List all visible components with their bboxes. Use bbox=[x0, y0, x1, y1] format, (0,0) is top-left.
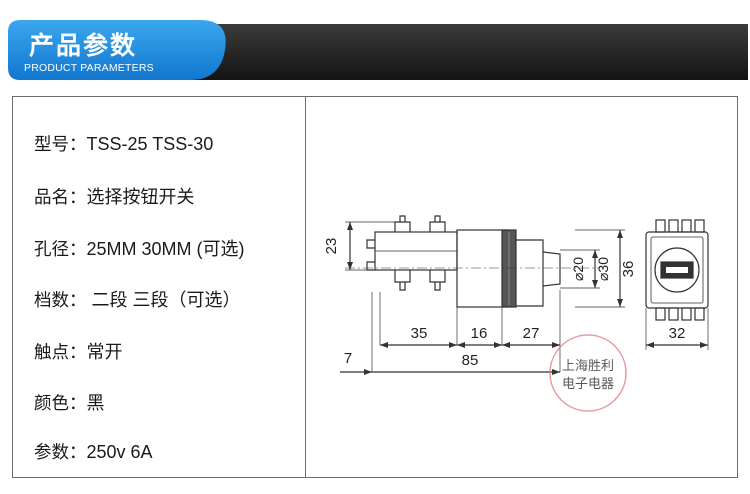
switch-body bbox=[456, 229, 508, 308]
dim-label-36: 36 bbox=[620, 261, 637, 278]
spec-label: 触点： bbox=[34, 343, 87, 363]
terminal-bottom-right bbox=[429, 270, 446, 291]
dim-label-32: 32 bbox=[669, 325, 686, 342]
header-blue-tab bbox=[8, 20, 226, 80]
spec-value: 250v 6A bbox=[86, 442, 153, 462]
spec-label: 参数： bbox=[34, 443, 87, 463]
spec-row-name: 品名：选择按钮开关 bbox=[34, 183, 195, 209]
dim-label-dia20: ⌀20 bbox=[570, 257, 586, 281]
watermark-line2: 电子电器 bbox=[562, 376, 614, 391]
spec-row-model: 型号：TSS-25 TSS-30 bbox=[34, 131, 213, 156]
dim-label-27: 27 bbox=[523, 325, 540, 342]
spec-value: 二段 三段（可选） bbox=[86, 290, 241, 310]
knob-lever bbox=[542, 251, 561, 287]
spec-value: 25MM 30MM (可选) bbox=[86, 239, 245, 259]
spec-label: 品名： bbox=[34, 188, 87, 208]
spec-row-rating: 参数：250v 6A bbox=[34, 439, 153, 464]
knob-side bbox=[516, 239, 544, 307]
spec-value: 选择按钮开关 bbox=[86, 187, 195, 207]
spec-label: 档数： bbox=[34, 291, 87, 311]
spec-row-positions: 档数： 二段 三段（可选） bbox=[34, 286, 241, 312]
spec-value: 黑 bbox=[86, 393, 105, 413]
spec-row-color: 颜色：黑 bbox=[34, 389, 105, 415]
dim-label-16: 16 bbox=[471, 325, 488, 342]
spec-row-contact: 触点：常开 bbox=[34, 338, 123, 364]
header-banner bbox=[8, 20, 748, 80]
spec-frame bbox=[12, 96, 738, 478]
rear-pin-top bbox=[366, 239, 375, 249]
header-title: 产品参数 bbox=[29, 31, 138, 60]
spec-row-hole: 孔径：25MM 30MM (可选) bbox=[34, 235, 245, 261]
dim-label-35: 35 bbox=[411, 325, 428, 342]
spec-value: TSS-25 TSS-30 bbox=[86, 134, 214, 154]
spec-label: 孔径： bbox=[34, 240, 87, 260]
dim-label-7: 7 bbox=[344, 350, 352, 367]
front-knob-circle bbox=[654, 247, 700, 293]
rear-pin-bottom bbox=[366, 261, 375, 271]
arrowheads bbox=[347, 222, 623, 375]
dim-label-23: 23 bbox=[323, 238, 340, 255]
spec-label: 颜色： bbox=[34, 394, 87, 414]
watermark-line1: 上海胜利 bbox=[562, 358, 614, 373]
header-dark-bar bbox=[173, 24, 748, 80]
header-subtitle: PRODUCT PARAMETERS bbox=[24, 62, 154, 74]
watermark-stamp: 上海胜利 电子电器 bbox=[549, 334, 627, 412]
dim-label-85: 85 bbox=[462, 352, 479, 369]
terminal-top-left bbox=[394, 215, 411, 232]
spec-label: 型号： bbox=[34, 135, 87, 155]
spec-divider bbox=[305, 96, 306, 478]
spec-value: 常开 bbox=[86, 342, 123, 362]
terminal-bottom-left bbox=[394, 270, 411, 291]
dim-label-dia30: ⌀30 bbox=[595, 257, 611, 281]
terminal-top-right bbox=[429, 215, 446, 232]
front-view bbox=[645, 219, 709, 350]
side-view bbox=[340, 215, 625, 373]
